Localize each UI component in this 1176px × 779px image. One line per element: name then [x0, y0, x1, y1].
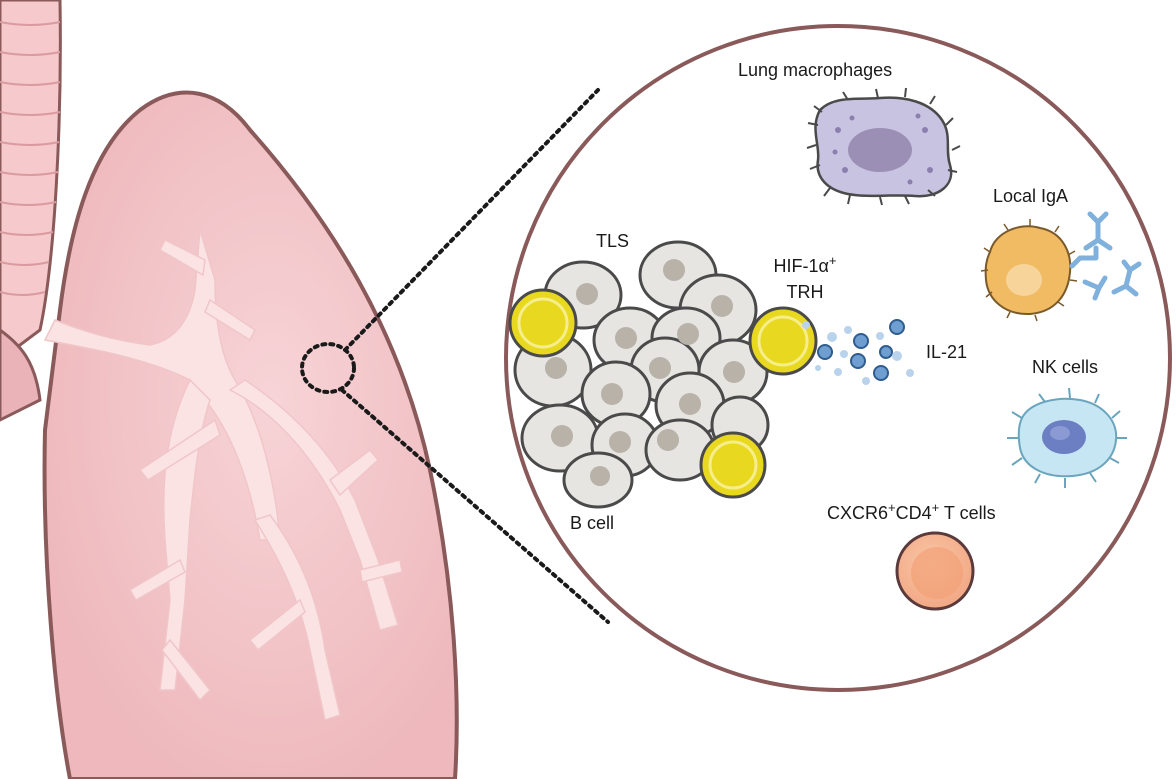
nk-cells-label: NK cells: [1032, 357, 1099, 377]
zoom-circle: [504, 24, 1172, 692]
tls-cluster: [508, 240, 818, 509]
cxcr6-cd4-t-cells-label: CXCR6+CD4+ T cells: [827, 501, 996, 523]
t-cell: [895, 531, 975, 611]
trh-label-line1: HIF-1α: [773, 256, 829, 276]
cxcr6-sup: +: [888, 500, 896, 515]
il21-dots: [802, 319, 914, 385]
lung: [42, 90, 459, 779]
lung-macrophages-label: Lung macrophages: [738, 60, 893, 80]
magnifier-connector: [300, 88, 610, 624]
nk-cell: [1007, 387, 1127, 488]
trh-label-line2: TRH: [786, 282, 824, 302]
trachea: [0, 0, 62, 422]
trh-label: HIF-1α+ TRH: [760, 253, 850, 305]
b-cell-label: B cell: [570, 513, 615, 533]
local-iga-label: Local IgA: [993, 186, 1069, 206]
il21-label: IL-21: [926, 342, 968, 362]
macrophage-cell: [806, 87, 961, 206]
t-cells-text: T cells: [939, 503, 996, 523]
cd4-text: CD4: [895, 503, 932, 523]
cxcr6-text: CXCR6: [827, 503, 889, 523]
cd4-sup: +: [931, 500, 940, 515]
tls-label: TLS: [596, 231, 630, 251]
iga-plasma-cell: [980, 211, 1142, 322]
antibody-icons: [1069, 211, 1142, 301]
trh-label-sup: +: [828, 253, 837, 268]
bronchial-tree: [43, 229, 403, 721]
